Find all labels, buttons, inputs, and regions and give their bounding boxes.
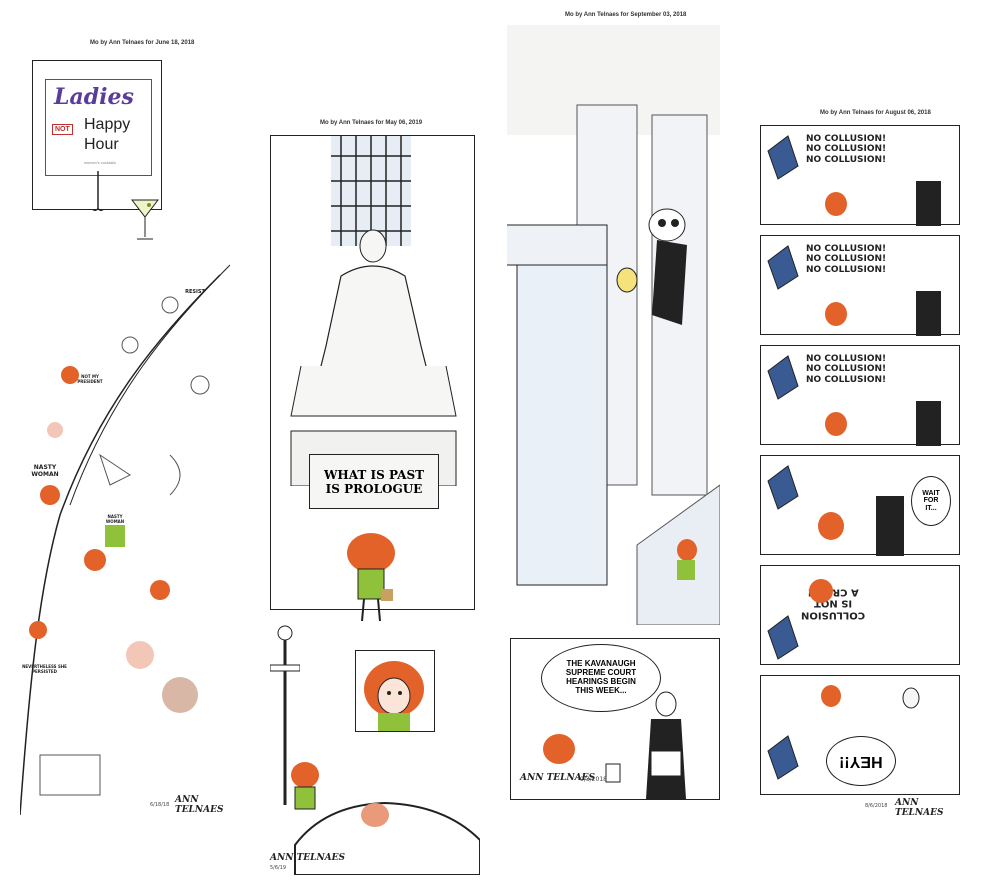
martini-glass-icon bbox=[130, 199, 160, 240]
street-lamp-icon bbox=[270, 625, 300, 805]
strip-date: 6/18/18 bbox=[150, 802, 170, 808]
balloon-line-4: THIS WEEK... bbox=[575, 685, 627, 695]
tv-screen-icon bbox=[767, 465, 799, 510]
tv-screen-icon bbox=[767, 135, 799, 180]
panel-1: NO COLLUSION!NO COLLUSION!NO COLLUSION! bbox=[760, 125, 960, 226]
strip-kavanaugh: Mo by Ann Telnaes for September 03, 2018… bbox=[505, 10, 721, 800]
strip-header: Mo by Ann Telnaes for June 18, 2018 bbox=[90, 40, 195, 46]
sign-small: women's cocktails bbox=[84, 160, 117, 165]
sign-hour: Hour bbox=[84, 136, 119, 153]
upside-down-girl-icon bbox=[809, 579, 833, 603]
sign-label-resist: RESIST bbox=[185, 289, 205, 295]
seated-statue-icon bbox=[290, 229, 457, 486]
inscription-line-2: IS PROLOGUE bbox=[325, 481, 423, 496]
tv-screen-icon bbox=[767, 615, 799, 660]
girl-and-car-icon bbox=[291, 762, 480, 875]
sign-label-not-my-president: NOT MY PRESIDENT bbox=[77, 374, 103, 384]
crowd-illustration bbox=[20, 264, 230, 815]
tv-screen-icon bbox=[767, 735, 799, 780]
sign-label-nasty-woman-2: NASTY WOMAN bbox=[105, 514, 125, 524]
tv-screen-icon bbox=[767, 355, 799, 400]
artist-signature: ANN TELNAES bbox=[520, 773, 596, 783]
sign-ladies: Ladies bbox=[54, 84, 134, 110]
sign-label-nasty-woman: NASTY WOMAN bbox=[31, 464, 59, 478]
balloon-line-2: SUPREME COURT bbox=[565, 668, 637, 678]
strip-what-is-past: Mo by Ann Telnaes for May 06, 2019 WHAT … bbox=[265, 120, 480, 875]
girl-and-waiter-icon bbox=[818, 496, 904, 556]
plinth-inscription: WHAT IS PAST IS PROLOGUE bbox=[309, 454, 439, 509]
balloon-line-1: THE KAVANAUGH bbox=[566, 659, 636, 669]
speech-balloon: THE KAVANAUGH SUPREME COURT HEARINGS BEG… bbox=[541, 644, 661, 712]
panel-6-upside-down: HEY!! bbox=[760, 675, 960, 795]
supreme-court-columns-icon bbox=[507, 25, 721, 626]
panel-2: NO COLLUSION!NO COLLUSION!NO COLLUSION! bbox=[760, 235, 960, 336]
statue-panel: WHAT IS PAST IS PROLOGUE bbox=[270, 135, 475, 622]
closeup-panel bbox=[355, 650, 435, 732]
strip-date: 8/6/2018 bbox=[865, 803, 888, 809]
sign-stand-icon bbox=[92, 171, 104, 211]
sign-label-persisted: NEVERTHELESS SHE PERSISTED bbox=[22, 664, 67, 674]
hearings-panel: THE KAVANAUGH SUPREME COURT HEARINGS BEG… bbox=[510, 638, 720, 800]
inscription-line-1: WHAT IS PAST bbox=[323, 467, 425, 482]
girl-and-waiter-icon bbox=[825, 291, 941, 336]
artist-signature: ANN TELNAES bbox=[270, 853, 346, 863]
balloon-line-3: HEARINGS BEGIN bbox=[566, 677, 636, 686]
sign-not: NOT bbox=[52, 124, 73, 135]
happy-hour-sign: Ladies NOT Happy Hour women's cocktails bbox=[32, 60, 162, 211]
girl-and-waiter-icon bbox=[825, 401, 941, 446]
girl-face-icon bbox=[364, 661, 424, 731]
strip-ladies-happy-hour: Mo by Ann Telnaes for June 18, 2018 Ladi… bbox=[20, 40, 230, 825]
hey-balloon: HEY!! bbox=[826, 736, 896, 786]
girl-from-behind-icon bbox=[347, 533, 395, 622]
artist-signature: ANN TELNAES bbox=[895, 798, 944, 818]
panel-3: NO COLLUSION!NO COLLUSION!NO COLLUSION! bbox=[760, 345, 960, 446]
sign-happy: Happy bbox=[84, 116, 131, 133]
window-grid-icon bbox=[331, 136, 411, 246]
strip-date: 5/6/19 bbox=[270, 865, 287, 871]
girl-and-waiter-icon bbox=[825, 181, 941, 226]
speech-text: NO COLLUSION!NO COLLUSION!NO COLLUSION! bbox=[806, 354, 887, 385]
strip-date: 9/3/2018 bbox=[580, 776, 607, 783]
speech-text: NO COLLUSION!NO COLLUSION!NO COLLUSION! bbox=[806, 244, 887, 275]
strip-header: Mo by Ann Telnaes for August 06, 2018 bbox=[820, 110, 931, 116]
strip-header: Mo by Ann Telnaes for September 03, 2018 bbox=[565, 12, 687, 18]
strip-no-collusion: Mo by Ann Telnaes for August 06, 2018 NO… bbox=[760, 110, 960, 830]
tv-screen-icon bbox=[767, 245, 799, 290]
court-panel bbox=[507, 25, 721, 626]
strip-header: Mo by Ann Telnaes for May 06, 2019 bbox=[320, 120, 423, 126]
artist-signature: ANN TELNAES bbox=[175, 795, 224, 815]
speech-text: NO COLLUSION!NO COLLUSION!NO COLLUSION! bbox=[806, 134, 887, 165]
girl-and-waiter-icon bbox=[543, 691, 686, 799]
upside-down-girl-icon bbox=[821, 685, 920, 709]
